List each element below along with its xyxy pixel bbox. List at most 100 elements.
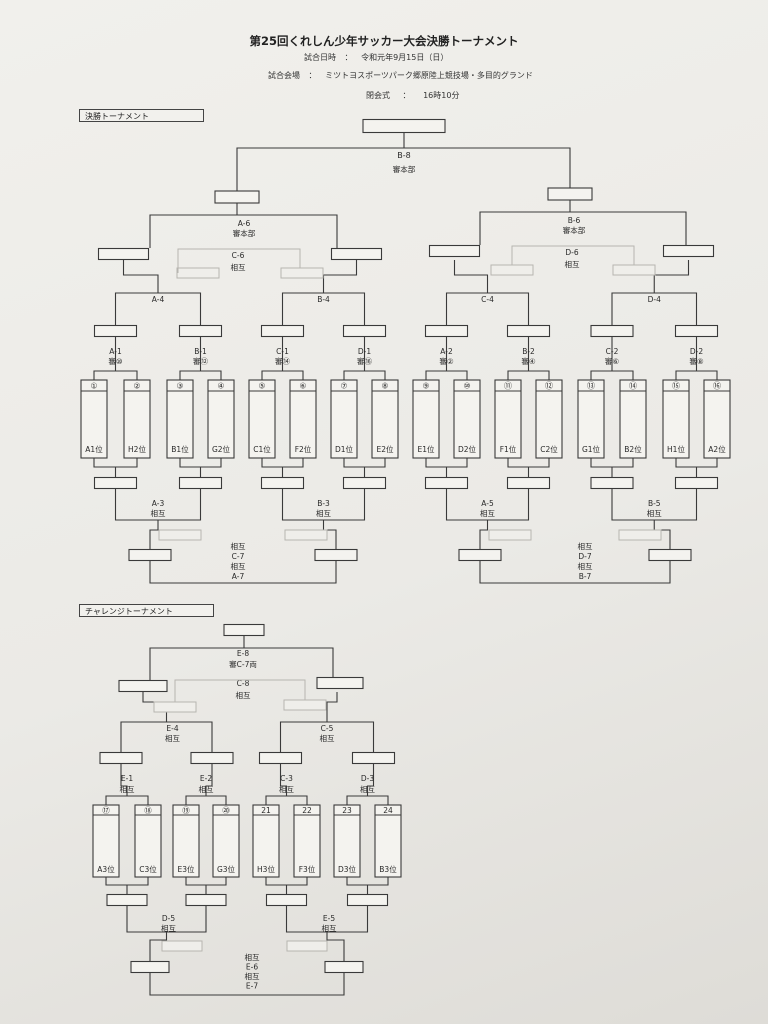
challenge-consolation-box [346,893,389,907]
challenge-team-label: D3位 [338,864,357,874]
team-seed-label: C2位 [540,444,558,454]
consolation-connector [425,458,468,468]
r16-connector [261,370,304,380]
team-slot [535,379,563,459]
placement-label: 相互 [578,541,593,551]
team-slot [80,379,108,459]
placement-faint-box [488,529,532,541]
challenge-consolation-box [185,893,227,907]
semi-left-code: A-6 [238,219,251,228]
team-seed-label: D2位 [458,444,477,454]
r16-connector [507,370,550,380]
challenge-placement-label: E-7 [246,982,258,991]
challenge-placement-connector [149,973,345,996]
challenge-final-connector [149,647,334,680]
challenge-cons-code: E-5 [323,914,335,923]
slot-number: ⑤ [258,382,265,391]
semi-right-connector [479,211,687,245]
r16-referee: 審⑩ [108,356,122,366]
final-section-label: 決勝トーナメント [79,109,204,122]
r16-match-box [178,324,223,338]
quarter-stem [453,260,489,293]
team-seed-label: B2位 [624,444,642,454]
team-slot [619,379,647,459]
third-place-box-right [280,267,324,279]
slot-number: ⑧ [381,382,388,391]
r16-referee: 審⑭ [275,356,290,366]
team-seed-label: D1位 [335,444,354,454]
challenge-slot-number: 21 [261,806,271,815]
r16-referee: 審⑯ [357,356,372,366]
slot-number: ⑯ [713,382,721,391]
challenge-team-slot [293,804,321,878]
quarter-match-box [330,247,383,261]
consolation-connector [179,458,222,468]
consolation-box [506,476,551,490]
placement-label: D-7 [578,552,591,561]
team-slot [123,379,151,459]
challenge-third-box-left [153,701,197,713]
consolation-connector [675,458,718,468]
team-seed-label: A2位 [708,444,726,454]
r16-match-box [506,324,551,338]
team-seed-label: G1位 [582,444,601,454]
semi-left-box [214,190,260,204]
slot-number: ② [133,382,140,391]
r16-match-box [260,324,305,338]
challenge-semi-ref: 相互 [165,733,180,743]
placement-stem-left [479,520,489,549]
placement-connector [479,561,671,584]
challenge-r1-box [99,751,143,765]
challenge-cons-ref: 相互 [161,923,176,933]
challenge-slot-number: 23 [342,806,352,815]
challenge-consolation-box [106,893,148,907]
challenge-r1-stem [279,764,288,796]
slot-number: ① [90,382,97,391]
challenge-semi-code: E-4 [166,724,178,733]
quarter-stem [653,260,690,293]
challenge-r1-code: D-3 [361,774,374,783]
final-match-ref: 審本部 [393,164,416,174]
challenge-consolation-connector [185,877,227,886]
third-place-ref-right: 相互 [565,259,580,269]
r16-connector [179,370,222,380]
r16-match-code: D-2 [690,347,703,356]
challenge-placement-label: E-6 [246,963,258,972]
third-place-code-left: C-6 [232,251,245,260]
slot-number: ⑩ [463,382,470,391]
challenge-cons-ref: 相互 [322,923,337,933]
consolation-ref: 相互 [480,508,495,518]
challenge-team-label: A3位 [97,864,115,874]
consolation-code: B-3 [317,499,330,508]
r16-referee: 審⑧ [689,356,703,366]
challenge-placement-box-left [130,960,170,974]
team-seed-label: C1位 [253,444,271,454]
challenge-final-ref: 審C-7両 [229,659,257,669]
team-seed-label: E1位 [417,444,435,454]
team-seed-label: E2位 [376,444,394,454]
consolation-code: B-5 [648,499,661,508]
third-place-box-left [176,267,220,279]
challenge-r1-ref: 相互 [120,784,135,794]
challenge-team-label: F3位 [299,864,316,874]
challenge-placement-box-right [324,960,364,974]
challenge-consolation-connector [265,877,308,886]
closing-label: 閉会式 [366,91,390,100]
date-row: 試合日時 ： 令和元年9月15日（日） [304,52,448,63]
challenge-slot-number: ⑳ [222,806,230,815]
quarter-stem [322,260,358,293]
consolation-box [342,476,387,490]
third-place-ref-left: 相互 [231,262,246,272]
placement-faint-box [284,529,328,541]
r16-connector [675,370,718,380]
consolation-box [178,476,223,490]
team-seed-label: F1位 [500,444,517,454]
consolation-code: A-3 [152,499,165,508]
r16-referee: 審⑥ [605,356,619,366]
slot-number: ⑫ [545,382,553,391]
quarter-match-code: D-4 [648,295,661,304]
challenge-consolation-box [265,893,308,907]
slot-number: ⑪ [504,382,512,391]
consolation-ref: 相互 [647,508,662,518]
placement-label: C-7 [232,552,245,561]
